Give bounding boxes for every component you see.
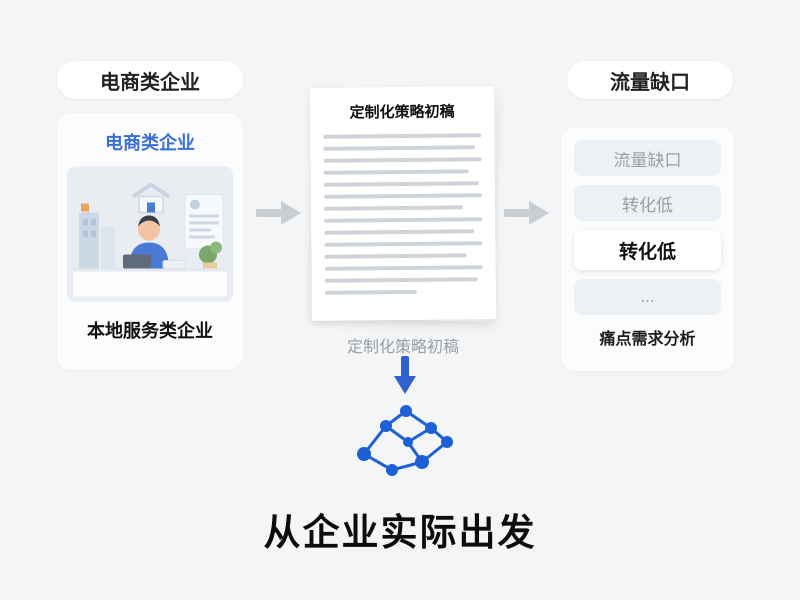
doc-text-line: [324, 241, 483, 247]
pain-point-item: 转化低: [574, 185, 721, 221]
enterprise-card-title: 电商类企业: [105, 133, 195, 153]
pain-point-item: 流量缺口: [574, 140, 721, 176]
badge-ecommerce-label: 电商类企业: [100, 71, 200, 94]
doc-text-line: [324, 217, 483, 223]
doc-text-line: [324, 205, 464, 211]
office-illustration: [67, 165, 233, 303]
badge-traffic-gap-label: 流量缺口: [610, 71, 690, 94]
badge-traffic-gap: 流量缺口: [567, 61, 733, 99]
doc-text-line: [324, 265, 483, 271]
doc-text-line: [323, 133, 482, 139]
pain-point-card: 流量缺口 转化低 转化低 ... 痛点需求分析: [561, 127, 734, 371]
doc-text-line: [323, 169, 470, 175]
doc-text-line: [324, 253, 467, 259]
strategy-document-title: 定制化策略初稿: [349, 103, 455, 122]
badge-ecommerce: 电商类企业: [57, 61, 243, 99]
doc-text-line: [323, 181, 479, 187]
network-graph-icon: [357, 405, 453, 476]
strategy-document: 定制化策略初稿: [309, 86, 497, 321]
arrow-right-icon: [256, 201, 301, 225]
strategy-document-caption: 定制化策略初稿: [346, 339, 459, 356]
doc-text-line: [323, 193, 482, 199]
doc-text-line: [323, 157, 482, 163]
doc-text-line: [324, 277, 479, 283]
pain-point-card-caption: 痛点需求分析: [599, 331, 696, 348]
pain-point-item-selected: 转化低: [574, 230, 721, 270]
doc-text-line: [323, 145, 476, 151]
enterprise-card: 电商类企业: [57, 113, 243, 370]
office-illustration-svg: [67, 166, 233, 302]
footer-headline: 从企业实际出发: [263, 512, 537, 553]
doc-text-line: [324, 229, 475, 235]
enterprise-card-caption: 本地服务类企业: [87, 321, 213, 341]
pain-point-item-more: ...: [574, 279, 721, 315]
arrow-right-icon: [504, 201, 549, 225]
doc-text-line: [324, 289, 417, 295]
arrow-down-icon: [394, 356, 416, 394]
strategy-document-body: [323, 133, 483, 295]
